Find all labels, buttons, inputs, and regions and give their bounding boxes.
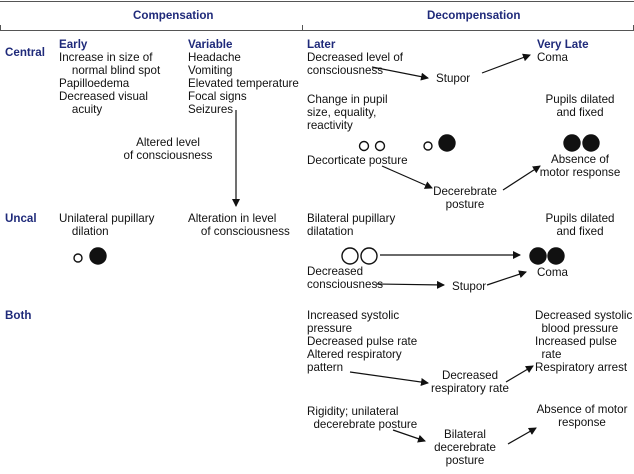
- uncal-decreased-consciousness: Decreased consciousness: [307, 265, 384, 291]
- pupil-filled-icon: [547, 247, 565, 265]
- arrow-icon: [486, 270, 527, 286]
- arrow-icon: [507, 427, 537, 445]
- central-absence-motor: Absence of motor response: [539, 153, 621, 179]
- central-coma: Coma: [537, 51, 568, 64]
- column-label-variable: Variable: [188, 38, 233, 51]
- pupil-filled-icon: [438, 134, 456, 152]
- bilateral-decerebrate-posture: Bilateral decerebrate posture: [434, 428, 496, 467]
- header-tick-mid: [302, 25, 303, 31]
- both-vitals-later: Increased systolic pressure Decreased pu…: [307, 309, 418, 374]
- arrow-icon: [481, 53, 531, 74]
- uncal-pupils-fixed: Pupils dilated and fixed: [545, 212, 615, 238]
- column-label-very-late: Very Late: [537, 38, 589, 51]
- arrow-icon: [502, 165, 541, 191]
- pupil-open-icon: [73, 253, 83, 263]
- pupil-filled-icon: [582, 134, 600, 152]
- rigidity-unilateral-decerebrate: Rigidity; unilateral decerebrate posture: [307, 405, 418, 431]
- arrow-icon: [375, 280, 445, 289]
- column-label-early: Early: [59, 38, 88, 51]
- arrow-icon: [381, 165, 433, 189]
- pupil-filled-icon: [89, 247, 107, 265]
- pupil-change-text: Change in pupil size, equality, reactivi…: [307, 93, 388, 132]
- header-compensation: Compensation: [133, 9, 214, 22]
- decreased-respiratory-rate: Decreased respiratory rate: [431, 369, 509, 395]
- arrow-icon: [371, 66, 429, 81]
- early-signs-list: Increase in size of normal blind spot Pa…: [59, 51, 161, 116]
- pupil-open-icon: [341, 247, 359, 265]
- arrow-icon: [392, 429, 426, 443]
- bilateral-pupillary-dilatation: Bilateral pupillary dilatation: [307, 212, 396, 238]
- row-label-uncal: Uncal: [5, 212, 37, 225]
- column-label-later: Later: [307, 38, 336, 51]
- row-label-both: Both: [5, 309, 32, 322]
- variable-signs-list: Headache Vomiting Elevated temperature F…: [188, 51, 299, 116]
- uncal-stupor: Stupor: [452, 280, 487, 293]
- central-stupor: Stupor: [436, 72, 471, 85]
- arrow-icon: [505, 365, 534, 383]
- pupil-filled-icon: [563, 134, 581, 152]
- pupil-filled-icon: [529, 247, 547, 265]
- uncal-coma: Coma: [537, 266, 568, 279]
- header-bottom-rule: [0, 30, 634, 31]
- unilateral-pupillary-dilation: Unilateral pupillary dilation: [59, 212, 155, 238]
- row-label-central: Central: [5, 46, 45, 59]
- pupil-open-icon: [374, 140, 386, 152]
- altered-level-consciousness: Altered level of consciousness: [123, 136, 213, 162]
- central-pupils-fixed: Pupils dilated and fixed: [545, 93, 615, 119]
- later-decreased-level: Decreased level of consciousness: [307, 51, 404, 77]
- alteration-level-consciousness: Alteration in level of consciousness: [188, 212, 290, 238]
- pupil-open-icon: [423, 141, 433, 151]
- pupil-open-icon: [360, 247, 378, 265]
- both-absence-motor: Absence of motor response: [536, 403, 628, 429]
- decerebrate-posture: Decerebrate posture: [433, 185, 497, 211]
- header-tick-left: [0, 25, 1, 31]
- decorticate-posture: Decorticate posture: [307, 154, 408, 167]
- header-decompensation: Decompensation: [427, 9, 521, 22]
- both-vitals-very-late: Decreased systolic blood pressure Increa…: [535, 309, 633, 374]
- header-top-rule: [0, 1, 634, 2]
- arrow-icon: [349, 371, 429, 386]
- pupil-open-icon: [358, 140, 370, 152]
